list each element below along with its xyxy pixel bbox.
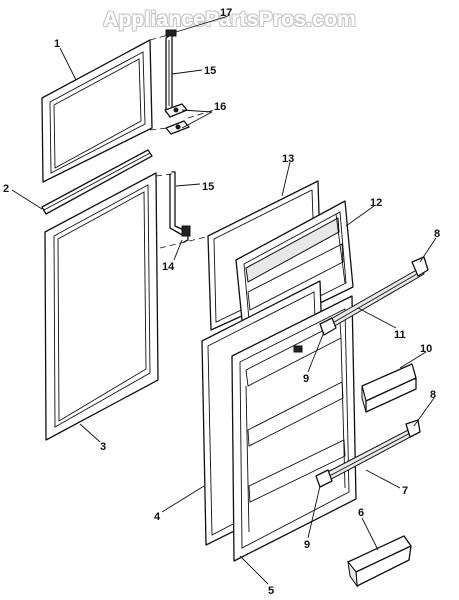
part-1-freezer-gasket: [41, 39, 153, 183]
part-10-dairy-bin: [361, 363, 417, 413]
leader-lines: [11, 15, 437, 585]
callout-9-lower: 9: [304, 539, 310, 551]
part-16-hinge-pins: [164, 103, 190, 135]
callout-4: 4: [154, 511, 161, 523]
assembly-dash-lines: [149, 33, 215, 249]
callout-8-lower: 8: [430, 389, 436, 401]
part-8-end-cap-lower: [405, 419, 421, 438]
callout-3: 3: [100, 441, 106, 453]
part-8-end-cap-upper: [411, 256, 429, 277]
part-15-lower-hinge: [169, 171, 191, 243]
callout-9-upper: 9: [303, 373, 309, 385]
part-6-door-bin: [347, 535, 412, 588]
callout-10: 10: [420, 343, 432, 355]
callout-17: 17: [220, 7, 232, 19]
callout-8-upper: 8: [434, 228, 440, 240]
callout-15-upper: 15: [204, 65, 216, 77]
callout-5: 5: [268, 585, 274, 597]
callout-2: 2: [3, 183, 9, 195]
part-3-fresh-food-gasket: [44, 172, 159, 441]
part-15-upper-hinge-bar: [165, 29, 177, 113]
callout-12: 12: [370, 197, 382, 209]
callout-6: 6: [358, 507, 364, 519]
part-12-upper-door-liner: [235, 200, 354, 341]
watermark: AppliancePartsPros.com: [103, 8, 356, 31]
callout-7: 7: [402, 485, 408, 497]
part-5-lower-door-liner: [231, 295, 357, 562]
part-9-bracket-lower: [315, 469, 333, 488]
callout-1: 1: [54, 38, 60, 50]
callout-16: 16: [214, 101, 226, 113]
callout-14: 14: [162, 261, 175, 273]
part-9-bracket-upper: [319, 317, 337, 336]
callout-11: 11: [394, 329, 406, 341]
part-2-divider-strip: [41, 149, 153, 215]
callout-labels: 1 2 3 4 5 6 7 8 8 9 9 10 11 12 13 14 15 …: [3, 7, 440, 597]
callout-13: 13: [282, 153, 294, 165]
callout-15-lower: 15: [202, 181, 214, 193]
